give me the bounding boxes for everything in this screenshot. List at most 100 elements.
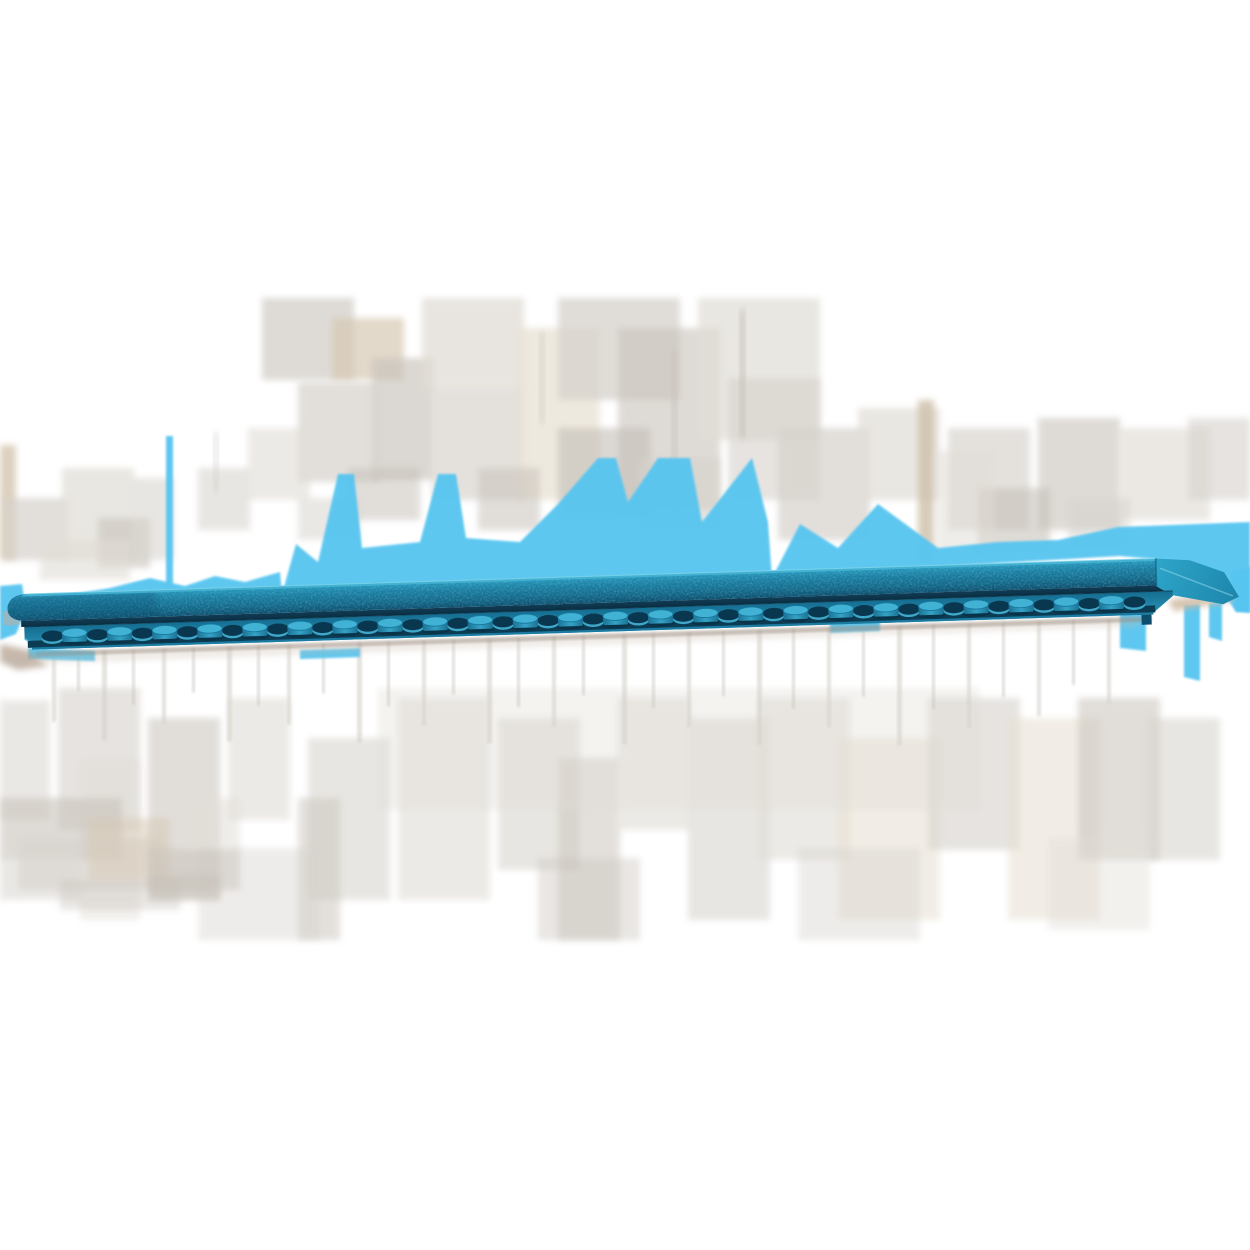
artifact-blob (198, 468, 250, 530)
stud (556, 612, 585, 630)
stud-top (872, 602, 899, 613)
teal-rail-product (2, 558, 1239, 657)
stud-top (377, 617, 403, 628)
hole (852, 605, 876, 619)
stud (105, 626, 134, 644)
hole (1078, 597, 1101, 612)
stud-top (692, 607, 719, 619)
stud-top (196, 623, 223, 634)
hole (402, 619, 425, 633)
hole (672, 610, 695, 625)
hole-opening (86, 629, 109, 641)
hole (1033, 599, 1056, 613)
streak-artifact (257, 645, 260, 706)
stud (691, 607, 720, 626)
stud-top (647, 609, 674, 620)
compression-streaks (52, 618, 1111, 746)
streak-artifact (1072, 620, 1075, 686)
streak-artifact (487, 638, 492, 744)
stud-top (422, 616, 449, 627)
stud-top (827, 603, 854, 614)
cyan-halo-patch (1184, 604, 1200, 681)
streak-artifact (897, 625, 902, 746)
hole (717, 609, 740, 623)
artifact-blob (540, 332, 544, 424)
streak-artifact (162, 648, 166, 724)
right-end-tab (1141, 614, 1152, 625)
hole (627, 612, 650, 626)
hole-opening (357, 620, 380, 632)
hole (1123, 596, 1146, 610)
stud (331, 619, 360, 637)
artifact-blob (918, 400, 934, 562)
streak-artifact (52, 652, 56, 723)
stud (1007, 598, 1036, 616)
streak-artifact (422, 640, 426, 726)
streak-artifact (322, 643, 325, 694)
artifact-blob (150, 875, 220, 900)
streak-artifact (287, 644, 291, 725)
artifact-blob (422, 298, 524, 390)
hole (357, 620, 380, 635)
artifact-blob (740, 310, 745, 438)
streak-artifact (862, 626, 865, 697)
artifact-blob (378, 688, 980, 810)
stud-top (61, 627, 88, 638)
cyan-halo-patch (1231, 567, 1250, 613)
streak-artifact (722, 631, 725, 697)
stud (962, 599, 991, 617)
flange-lip (31, 612, 1154, 650)
hole-opening (717, 609, 740, 621)
cyan-halo-patch (282, 458, 772, 594)
stud (917, 600, 946, 619)
streak-artifact (227, 646, 232, 742)
hole (41, 630, 64, 644)
cyan-halo-patch (772, 504, 1250, 612)
seam-line (1154, 558, 1158, 587)
streak-artifact (77, 651, 80, 692)
hole-opening (627, 612, 650, 624)
stud-top (332, 619, 358, 630)
hole-opening (807, 606, 830, 618)
streak-artifact (967, 623, 971, 729)
stud-top (1053, 596, 1080, 607)
hole-opening (41, 630, 64, 642)
stud-top (106, 626, 133, 637)
hole (131, 627, 154, 642)
streak-artifact (1002, 622, 1005, 698)
contact-shadow (36, 616, 1152, 657)
artifact-blob (798, 848, 920, 940)
streak-artifact (192, 647, 195, 693)
hole-opening (492, 616, 515, 628)
hole (582, 613, 605, 627)
hole-opening (1123, 596, 1146, 608)
hole (266, 623, 290, 637)
tip-facet-edge (1159, 567, 1234, 597)
artifact-blob (214, 432, 218, 492)
hole (943, 602, 966, 616)
streak-artifact (387, 641, 390, 707)
artifact-blob (298, 382, 380, 482)
streak-artifact (517, 637, 520, 708)
rail-end-shading (7, 589, 158, 622)
streak-artifact (452, 639, 455, 695)
hole-opening (537, 614, 560, 626)
stud (872, 602, 901, 620)
hole (898, 603, 921, 618)
streak-artifact (1107, 618, 1111, 704)
artifact-blob (1078, 698, 1160, 860)
hole-opening (852, 605, 875, 617)
hole-opening (898, 603, 921, 615)
rail-texture (7, 558, 1157, 622)
hole (221, 624, 244, 639)
flange-back-shadow-line (24, 590, 1173, 628)
stud (150, 624, 179, 643)
stud (827, 603, 856, 621)
rail-top-highlight (22, 558, 1156, 597)
stud (601, 610, 630, 629)
stud-top (782, 605, 809, 616)
stud-top (1098, 595, 1125, 606)
streak-artifact (552, 636, 556, 727)
